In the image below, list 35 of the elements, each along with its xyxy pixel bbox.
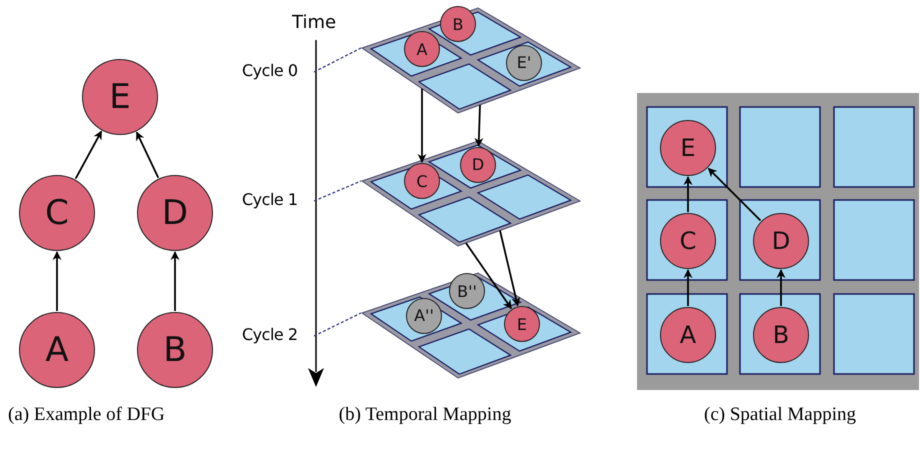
arrow [418,88,426,163]
caption: (a) Example of DFG [8,404,166,426]
caption: (b) Temporal Mapping [338,404,512,426]
node-circle: B [137,312,213,388]
cycle-label: Cycle 2 [242,325,298,344]
processing-element-array-drawing [361,140,582,248]
leader-line [314,312,362,337]
processing-element-array-drawing [361,7,582,115]
node-circle: C [19,175,95,251]
caption: (c) Spatial Mapping [703,404,857,426]
leader-line [314,47,362,73]
arrow [684,269,692,306]
processing-element-tile [418,62,512,110]
arrow [52,251,62,311]
arrow [170,251,180,311]
cycle-label: Cycle 1 [242,190,298,209]
node-circle: E [82,59,158,135]
arrow [136,131,160,178]
cycle-label: Cycle 0 [242,61,298,80]
processing-element-tile [418,328,512,375]
arrow [684,176,692,212]
node-circle: A [19,312,95,388]
arrow [776,269,786,306]
node-circle: D [137,175,213,251]
processing-element-array-drawing [361,272,582,380]
processing-element-tile [477,174,572,220]
arrow [708,168,762,222]
arrow [74,130,102,180]
axis-label: Time [292,12,336,33]
leader-line [314,180,362,202]
arrow [499,230,520,306]
processing-element-tile [428,144,522,190]
arrow [474,104,484,147]
processing-element-tile [418,196,512,243]
arrow [465,242,512,310]
